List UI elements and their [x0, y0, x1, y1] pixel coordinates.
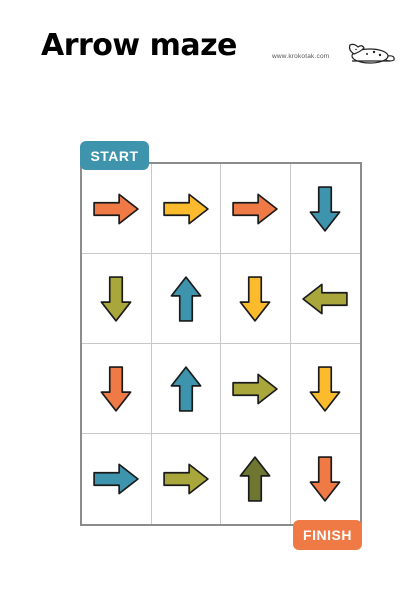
- maze-cell[interactable]: [151, 164, 221, 254]
- maze-cell[interactable]: [221, 254, 291, 344]
- arrow-right-icon: [163, 463, 209, 495]
- arrow-right-icon: [232, 373, 278, 404]
- maze-cell[interactable]: [290, 344, 360, 434]
- maze-cell[interactable]: [82, 344, 152, 434]
- arrow-right-icon: [93, 193, 139, 224]
- start-label: START: [80, 141, 149, 170]
- arrow-up-icon: [170, 365, 202, 412]
- maze-cell[interactable]: [290, 164, 360, 254]
- page-title: Arrow maze: [41, 28, 237, 63]
- maze-cell[interactable]: [290, 254, 360, 344]
- maze-cell[interactable]: [151, 254, 221, 344]
- arrow-down-icon: [100, 365, 132, 412]
- maze-cell[interactable]: [82, 254, 152, 344]
- maze-cell[interactable]: [221, 344, 291, 434]
- arrow-right-icon: [93, 463, 139, 495]
- finish-label: FINISH: [293, 520, 362, 550]
- arrow-right-icon: [163, 193, 209, 224]
- arrow-down-icon: [100, 275, 132, 322]
- maze-cell[interactable]: [221, 164, 291, 254]
- maze-cell[interactable]: [291, 434, 361, 524]
- arrow-down-icon: [239, 275, 271, 322]
- arrow-right-icon: [232, 193, 278, 224]
- maze-cell[interactable]: [151, 344, 221, 434]
- maze-cell[interactable]: [221, 434, 291, 524]
- maze-grid: [80, 162, 362, 526]
- arrow-up-icon: [170, 275, 202, 322]
- site-url: www.krokotak.com: [272, 53, 330, 60]
- maze-cell[interactable]: [152, 434, 221, 524]
- arrow-left-icon: [302, 283, 348, 314]
- maze-cell[interactable]: [82, 164, 152, 254]
- arrow-down-icon: [309, 456, 341, 502]
- arrow-up-icon: [239, 456, 271, 502]
- arrow-down-icon: [309, 365, 341, 412]
- maze-cell[interactable]: [82, 434, 152, 524]
- sleeping-cat-icon: [348, 43, 395, 64]
- arrow-down-icon: [309, 185, 341, 232]
